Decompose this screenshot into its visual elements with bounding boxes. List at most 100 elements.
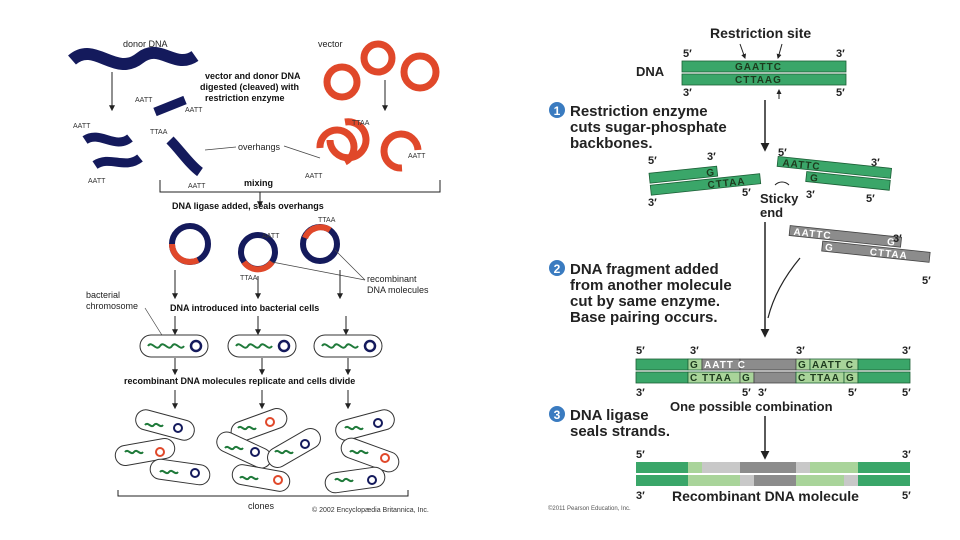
step3-line2: seals strands. [570, 423, 670, 440]
prime-label: 5′ [683, 48, 692, 60]
pointer-arrow [776, 43, 783, 59]
step2-number: 2 [554, 262, 561, 276]
prime-label: 3′ [871, 157, 880, 169]
right-cut-fragment: AATTC G [776, 156, 892, 191]
prime-label: 3′ [707, 151, 716, 163]
digest-label-line2: digested (cleaved) with [200, 82, 299, 92]
left-cut-fragment: G CTTAA [648, 165, 762, 196]
sticky-end-label: TTAA [150, 129, 168, 136]
prime-label: 3′ [648, 197, 657, 209]
site-bottom-sequence: CTTAAG [735, 75, 782, 86]
merge-curve [767, 257, 801, 319]
donor-fragment [82, 132, 133, 147]
sticky-end-label: AATT [135, 97, 153, 104]
left-panel-cloning-diagram: donor DNA vector vector and donor DNA di… [68, 39, 441, 514]
mixing-bracket [159, 180, 441, 193]
recombinant-dna-molecules-label-line2: DNA molecules [367, 285, 429, 295]
prime-label: 5′ [742, 187, 751, 199]
prime-label: 5′ [742, 387, 751, 399]
combo-cttaa: C TTAA [690, 373, 732, 384]
mixing-label: mixing [244, 178, 273, 188]
prime-label: 5′ [866, 193, 875, 205]
sticky-end-label: AATT [305, 173, 323, 180]
prime-label: 3′ [902, 345, 911, 357]
gray-g: G [824, 242, 834, 254]
sticky-end-label: AATT [73, 123, 91, 130]
sticky-end-label: AATT [188, 183, 206, 190]
sticky-end-label: AATT [262, 233, 280, 240]
recombinant-molecule [636, 462, 910, 486]
combo-g: G [742, 373, 751, 384]
prime-label: 3′ [902, 449, 911, 461]
cut-vector [316, 126, 358, 166]
pointer-arrow [739, 43, 747, 59]
donor-fragment [92, 154, 143, 170]
prime-label: 3′ [758, 387, 767, 399]
frag-g: G [706, 167, 716, 179]
one-possible-combination: One possible combination [670, 399, 833, 414]
step3-line1: DNA ligase [570, 407, 649, 424]
donor-dna-label: donor DNA [123, 39, 168, 49]
step2-line4: Base pairing occurs. [570, 309, 718, 326]
sticky-end-label: TTAA [352, 120, 370, 127]
combo-g: G [846, 373, 855, 384]
clones-label: clones [248, 501, 275, 511]
prime-label: 3′ [836, 48, 845, 60]
vector-label: vector [318, 39, 343, 49]
donor-fragment [153, 95, 187, 117]
gray-fragment: AATTC G G CTTAA [788, 225, 931, 263]
donor-fragment [166, 136, 204, 177]
clones-bracket [117, 490, 409, 497]
pointer-line [204, 146, 237, 151]
cut-vector [380, 130, 422, 172]
right-panel-restriction-diagram: Restriction site 5′ 3′ DNA GAATTC CTTAAG… [548, 25, 931, 512]
digest-label-line1: vector and donor DNA [205, 71, 301, 81]
step1-line2: cuts sugar-phosphate [570, 119, 727, 136]
replicate-label: recombinant DNA molecules replicate and … [124, 376, 355, 386]
pointer-line [271, 261, 366, 281]
step2-line3: cut by same enzyme. [570, 293, 720, 310]
step1-number: 1 [554, 104, 561, 118]
sticky-end-label: AATT [408, 153, 426, 160]
site-top-sequence: GAATTC [735, 62, 782, 73]
combo-g: G [690, 360, 699, 371]
combo-aattc: AATT C [812, 360, 854, 371]
left-copyright: © 2002 Encyclopædia Britannica, Inc. [312, 506, 429, 514]
donor-dna-strand [68, 46, 199, 70]
frag-g: G [809, 173, 819, 185]
step3-badge [549, 406, 565, 422]
prime-label: 3′ [690, 345, 699, 357]
frag-cttaa: CTTAA [707, 176, 746, 191]
bacterial-chromosome-label-line2: chromosome [86, 301, 138, 311]
prime-label: 3′ [806, 189, 815, 201]
recombinant-dna-molecule-label: Recombinant DNA molecule [672, 488, 859, 504]
step1-badge [549, 102, 565, 118]
cut-vector [326, 118, 370, 162]
vector-plasmid [323, 63, 361, 101]
pointer-line [334, 249, 366, 281]
prime-label: 3′ [636, 387, 645, 399]
clone-contents [124, 417, 390, 485]
prime-label: 5′ [922, 275, 931, 287]
bacterial-chromosome-label-line1: bacterial [86, 290, 120, 300]
sticky-end-label: TTAA [318, 217, 336, 224]
pointer-line [283, 145, 321, 159]
recombinant-plasmids [169, 223, 340, 273]
combined-dna [635, 358, 911, 384]
prime-label: 5′ [648, 155, 657, 167]
introduced-label: DNA introduced into bacterial cells [170, 303, 319, 313]
step1-line1: Restriction enzyme [570, 103, 708, 120]
combo-cttaa: C TTAA [798, 373, 840, 384]
dna-label: DNA [636, 64, 665, 79]
prime-label: 5′ [902, 490, 911, 502]
dna-bottom-strand [681, 73, 847, 86]
sticky-end-label-line2: end [760, 205, 783, 220]
sticky-end-label: AATT [88, 178, 106, 185]
prime-label: 5′ [902, 387, 911, 399]
ligase-label: DNA ligase added, seals overhangs [172, 201, 324, 211]
step2-line1: DNA fragment added [570, 261, 719, 278]
gray-cttaa: CTTAA [869, 247, 908, 262]
prime-label: 3′ [796, 345, 805, 357]
combo-g: G [798, 360, 807, 371]
recombinant-dna-molecules-label-line1: recombinant [367, 274, 417, 284]
